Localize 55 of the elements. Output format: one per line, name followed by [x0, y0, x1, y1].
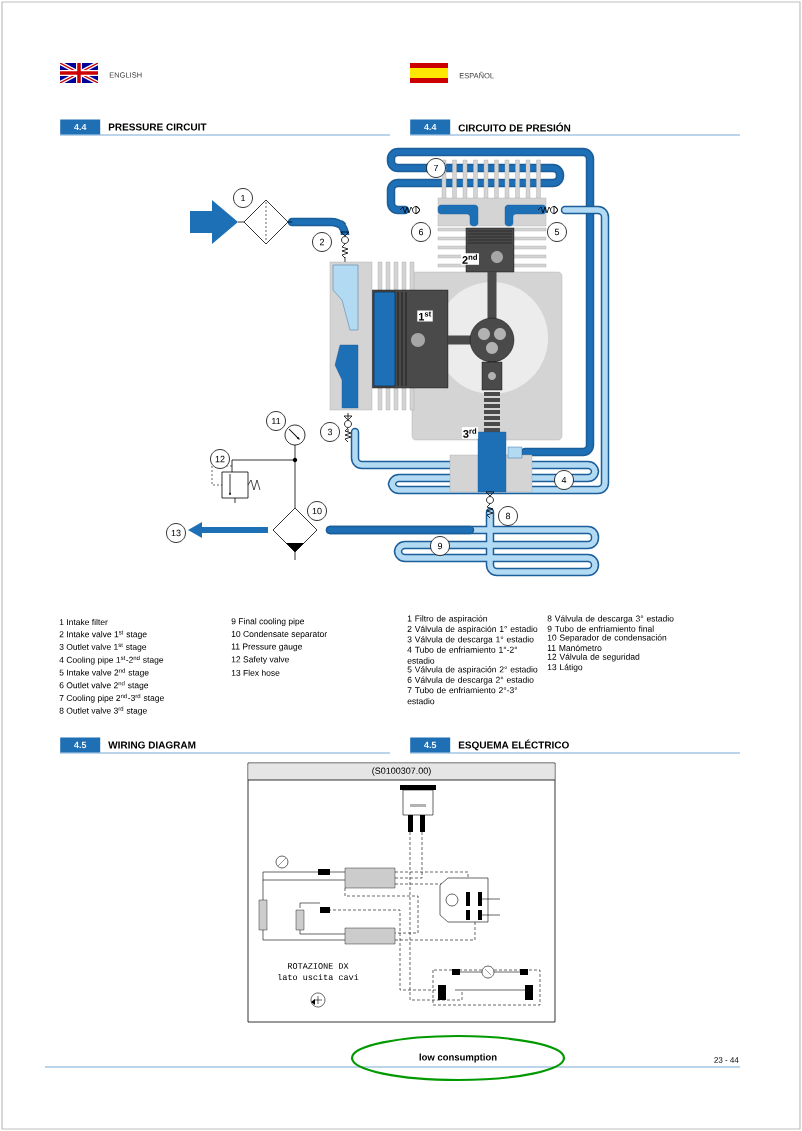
callout-number: 11 — [266, 411, 286, 431]
legend-item: 9 Tubo de enfriamiento final — [547, 625, 654, 632]
wiring-note: lato uscita cavi — [278, 973, 359, 981]
legend-item: 1 Filtro de aspiración — [407, 615, 487, 624]
legend-item: 5 Válvula de aspiración 2° estadio — [407, 666, 538, 675]
legend-item: 3 Outlet valve 1$^{st}$ stage — [59, 643, 147, 652]
legend-item: 6 Outlet valve 2$^{nd}$ stage — [59, 681, 149, 690]
legend-item: 9 Final cooling pipe — [231, 618, 305, 626]
callout-number: 8 — [498, 506, 518, 526]
legend-item: 7 Tubo de enfriamiento 2°-3° estadio — [407, 686, 518, 705]
stage-label: 2$^{nd}$ — [461, 253, 479, 265]
legend-item: 12 Válvula de seguridad — [547, 653, 640, 662]
legend-item: 11 Manómetro — [547, 644, 602, 652]
callout-number: 9 — [430, 536, 450, 556]
legend-item: 7 Cooling pipe 2$^{nd}$-3$^{rd}$ stage — [59, 693, 164, 703]
legend-item: 4 Cooling pipe 1$^{st}$-2$^{nd}$ stage — [59, 655, 164, 665]
legend-item: 4 Tubo de enfriamiento 1°-2° estadio — [407, 646, 518, 664]
page-number: 23 - 44 — [714, 1057, 739, 1063]
legend-item: 10 Condensate separator — [231, 630, 327, 639]
callout-number: 7 — [426, 158, 446, 178]
callout-number: 1 — [233, 188, 253, 208]
stage-label: 1$^{st}$ — [417, 310, 433, 322]
callout-number: 6 — [411, 222, 431, 242]
callout-number: 4 — [554, 470, 574, 490]
legend-item: 12 Safety valve — [231, 656, 289, 665]
wiring-note: ROTAZIONE DX — [288, 963, 349, 969]
callout-number: 5 — [547, 222, 567, 242]
legend-item: 8 Outlet valve 3$^{rd}$ stage — [59, 706, 147, 716]
section-title: WIRING DIAGRAM — [108, 741, 196, 749]
panel-title: (S0100307.00) — [247, 763, 556, 781]
legend-item: 13 Flex hose — [231, 669, 280, 676]
legend-item: 11 Pressure gauge — [231, 643, 302, 652]
section-title: CIRCUITO DE PRESIÓN — [458, 122, 571, 132]
section-number: 4.5 — [410, 737, 451, 753]
callout-number: 12 — [210, 449, 230, 469]
legend-item: 8 Válvula de descarga 3° estadio — [547, 615, 674, 624]
callout-number: 2 — [312, 232, 332, 252]
legend-item: 13 Látigo — [547, 663, 583, 672]
legend-item: 5 Intake valve 2$^{nd}$ stage — [59, 668, 149, 678]
callout-number: 13 — [166, 523, 186, 543]
stage-label: 3$^{rd}$ — [461, 427, 479, 439]
callout-number: 3 — [320, 422, 340, 442]
callout-number: 10 — [307, 501, 327, 521]
legend-item: 6 Válvula de descarga 2° estadio — [407, 676, 534, 685]
legend-item: 10 Separador de condensación — [547, 634, 667, 643]
legend-item: 3 Válvula de descarga 1° estadio — [407, 636, 534, 645]
section-title: ESQUEMA ELÉCTRICO — [458, 739, 569, 751]
legend-item: 2 Intake valve 1$^{st}$ stage — [59, 630, 147, 639]
section-number: 4.5 — [60, 737, 101, 753]
section-number: 4.4 — [60, 119, 101, 135]
section-number: 4.4 — [410, 119, 451, 135]
legend-item: 2 Válvula de aspiración 1° estadio — [407, 625, 538, 634]
legend-item: 1 Intake filter — [59, 618, 108, 626]
section-title: PRESSURE CIRCUIT — [108, 123, 207, 131]
footer-title: low consumption — [419, 1053, 497, 1063]
